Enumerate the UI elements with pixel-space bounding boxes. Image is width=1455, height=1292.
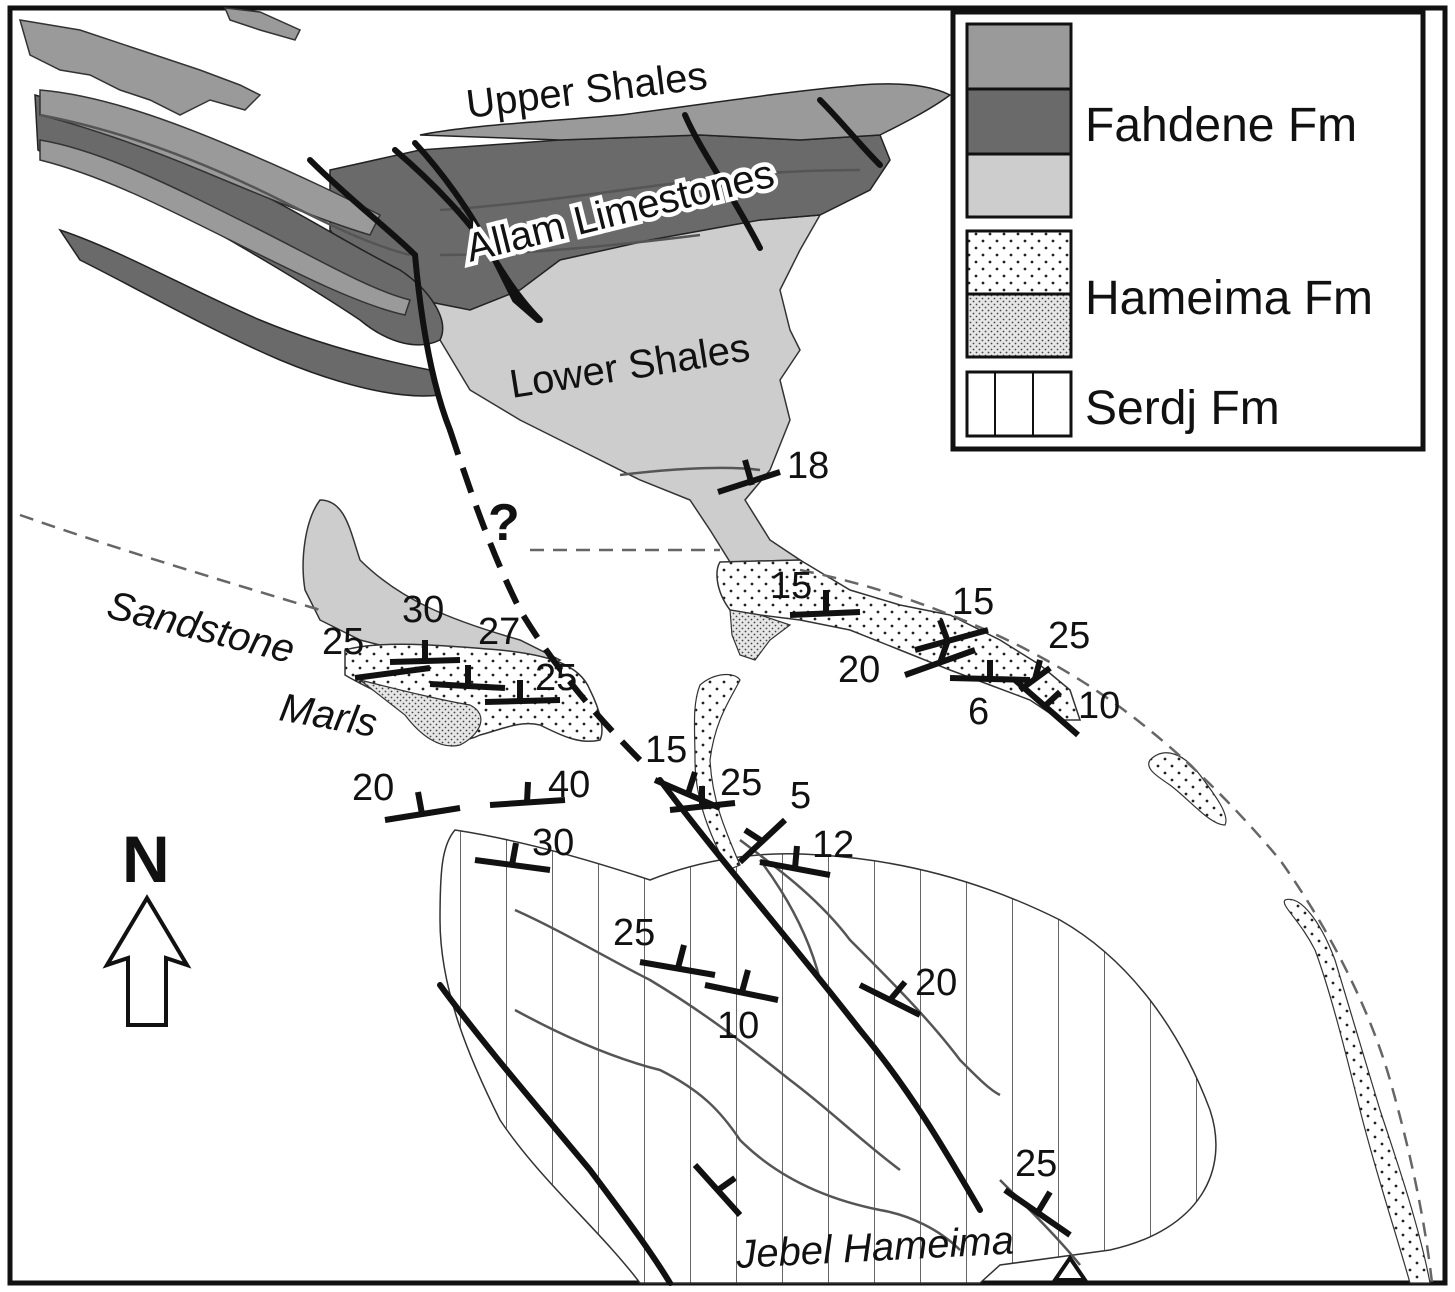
dip-value: 25 <box>613 912 655 954</box>
legend-hameima-label: Hameima Fm <box>1085 272 1373 325</box>
dip-values: 18 15 15 25 20 6 10 30 27 25 25 15 25 5 … <box>322 445 1120 1185</box>
dip-value: 20 <box>915 962 957 1004</box>
dip-value: 27 <box>478 611 520 653</box>
faults <box>307 97 983 1286</box>
dip-value: 5 <box>790 775 811 817</box>
dip-value: 15 <box>645 729 687 771</box>
hameima-long-strip <box>1283 898 1431 1284</box>
legend-swatch-allam <box>965 87 1073 156</box>
dip-value: 25 <box>1048 615 1090 657</box>
hameima-marls-area <box>359 679 482 747</box>
legend-swatch-serdj <box>965 370 1073 438</box>
upper-shales-islet <box>223 7 302 41</box>
dip-value: 25 <box>535 657 577 699</box>
north-arrow-icon <box>102 894 192 1027</box>
uncertain-fault-line <box>447 429 643 763</box>
legend-swatch-upper-shales <box>965 22 1073 91</box>
summit-triangle-icon <box>1051 1254 1089 1282</box>
legend-fahdene-label: Fahdene Fm <box>1085 99 1357 152</box>
dip-value: 20 <box>352 767 394 809</box>
north-arrow: N <box>102 822 192 1027</box>
dip-value: 6 <box>968 691 989 733</box>
hameima-lens-east <box>1148 752 1227 826</box>
dip-value: 40 <box>548 764 590 806</box>
dip-value: 25 <box>1015 1143 1057 1185</box>
legend-serdj-label: Serdj Fm <box>1085 382 1280 435</box>
legend: Fahdene Fm Hameima Fm Serdj Fm <box>950 9 1426 452</box>
dip-value: 10 <box>1078 685 1120 727</box>
sandstone-marls-light-area <box>302 499 562 676</box>
dip-value: 15 <box>952 581 994 623</box>
dip-value: 25 <box>322 621 364 663</box>
strike-dip-symbols <box>354 459 1080 1238</box>
dip-value: 15 <box>770 565 812 607</box>
hameima-narrow-strip <box>693 674 741 871</box>
legend-swatch-hameima-marls <box>965 292 1073 359</box>
upper-shales-west-2 <box>39 89 382 236</box>
legend-swatch-lower-shales <box>965 152 1073 219</box>
north-label: N <box>122 822 170 896</box>
hameima-east-fine <box>729 609 792 661</box>
dip-value: 18 <box>787 445 829 487</box>
upper-shales-west <box>18 19 262 116</box>
uncertain-fault-mark: ? <box>488 494 520 552</box>
dip-value: 30 <box>402 589 444 631</box>
serdj-formation-area <box>439 829 1217 1284</box>
legend-swatch-hameima-sandstone <box>965 229 1073 296</box>
dip-value: 12 <box>812 824 854 866</box>
upper-shales-west-3 <box>39 139 411 316</box>
stratigraphic-traces <box>39 113 1081 1266</box>
dip-value: 20 <box>838 649 880 691</box>
dip-value: 25 <box>720 762 762 804</box>
upper-shales-area <box>419 83 952 141</box>
dip-value: 10 <box>717 1005 759 1047</box>
dip-value: 30 <box>532 822 574 864</box>
